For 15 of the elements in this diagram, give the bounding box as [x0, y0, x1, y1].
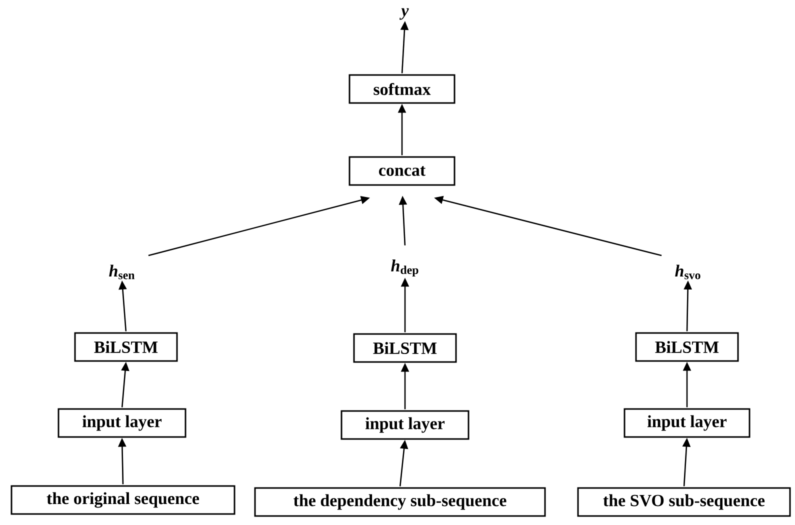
sequence-box: the dependency sub-sequence [254, 487, 546, 517]
input-layer-box: input layer [624, 408, 750, 438]
softmax-box: softmax [348, 74, 456, 104]
sequence-box: the SVO sub-sequence [577, 487, 791, 517]
hidden-state-label: h$_{dep}$ [391, 260, 418, 276]
bilstm-box: BiLSTM [74, 332, 178, 362]
bilstm-box: BiLSTM [353, 333, 457, 363]
input-layer-box: input layer [340, 410, 470, 440]
hidden-state-label: h$_{svo}$ [675, 264, 700, 280]
hidden-state-label: h$_{sen}$ [109, 264, 135, 280]
bilstm-box: BiLSTM [635, 332, 739, 362]
concat-box: concat [348, 156, 456, 186]
output-label: y [400, 8, 409, 20]
input-layer-box: input layer [58, 408, 186, 438]
sequence-box: the original sequence [10, 485, 236, 515]
